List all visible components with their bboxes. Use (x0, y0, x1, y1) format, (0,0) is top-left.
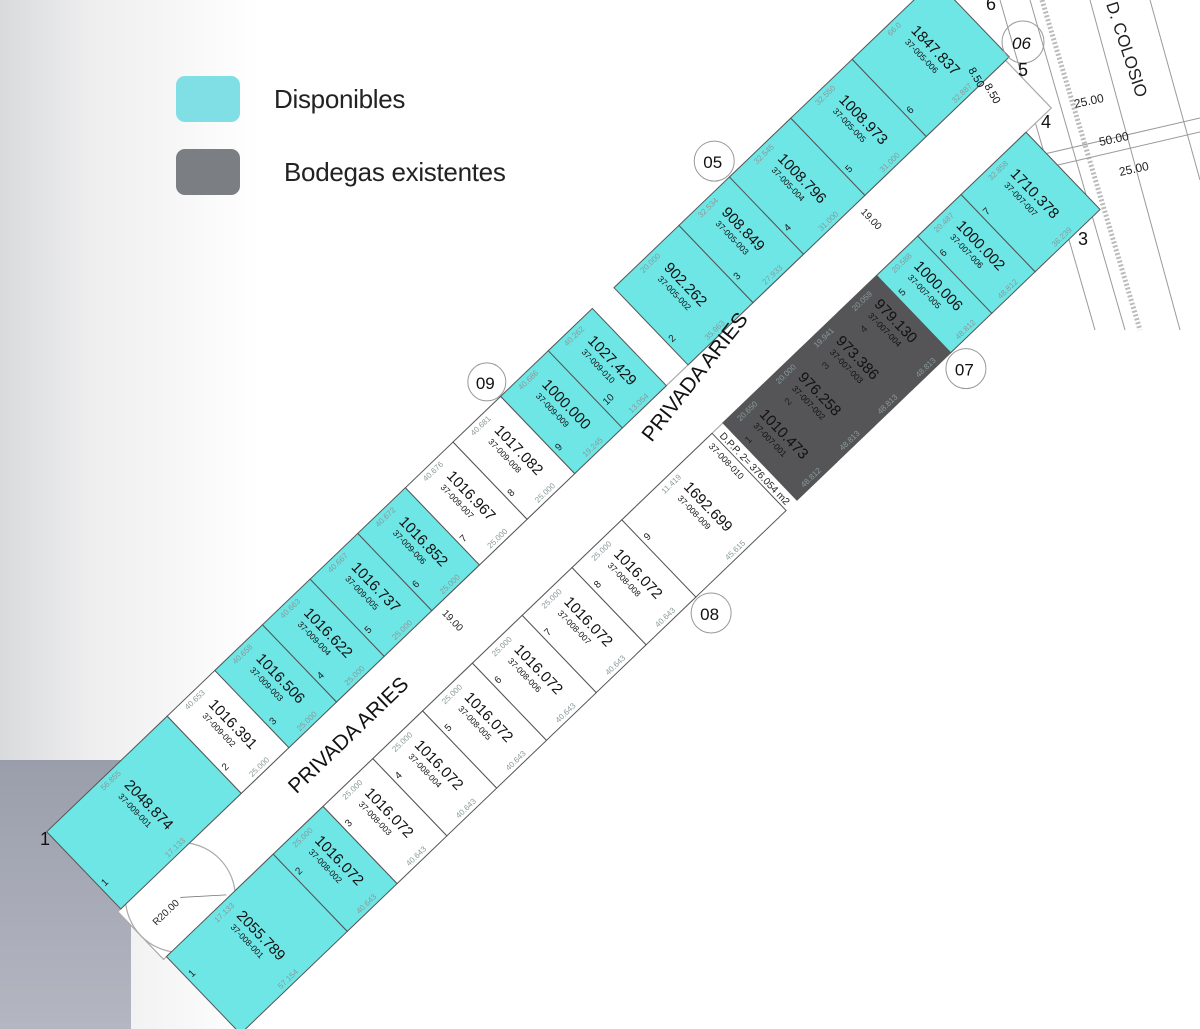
lot-number: 5 (897, 287, 909, 299)
lot-number: 6 (410, 578, 422, 590)
block-markers: 06 (1001, 20, 1045, 64)
block-marker: 07 (945, 348, 987, 390)
lot-number: 4 (859, 323, 871, 335)
lot-number: 3 (343, 818, 355, 830)
lot-number: 2 (293, 865, 305, 877)
legend-label: Bodegas existentes (284, 156, 506, 187)
vertex-label: 5 (1018, 60, 1028, 80)
block-markers-local: 09 05 07 08 (467, 140, 987, 634)
legend-item-available: Disponibles (176, 76, 506, 122)
svg-text:09: 09 (476, 374, 495, 393)
lot-parcel[interactable] (621, 432, 787, 598)
lot-number: 5 (363, 624, 375, 636)
lot-number: 7 (542, 626, 554, 638)
lot-parcel[interactable] (960, 131, 1101, 273)
avenue-dim: 25.00 (1073, 91, 1106, 111)
lot-number: 6 (905, 104, 917, 116)
avenue-dim: 50.00 (1098, 129, 1131, 149)
legend: Disponibles Bodegas existentes (176, 76, 506, 222)
lot-number: 3 (268, 715, 280, 727)
lot-number: 7 (981, 206, 993, 218)
lot-number: 2 (667, 333, 679, 345)
vertex-label: 3 (1078, 229, 1088, 249)
svg-text:08: 08 (700, 605, 719, 624)
avenue-dim: 25.00 (1118, 159, 1151, 179)
lot-number: 6 (493, 674, 505, 686)
lot-number: 9 (642, 531, 654, 543)
block-marker: 06 (1001, 20, 1045, 64)
lot-number: 4 (393, 770, 405, 782)
svg-text:06: 06 (1012, 34, 1031, 53)
lot-number: 5 (844, 163, 856, 175)
lot-number: 9 (553, 441, 565, 453)
lot-number: 5 (443, 722, 455, 734)
lot-number: 4 (315, 670, 327, 682)
lot-number: 8 (506, 487, 518, 499)
legend-swatch-existing (176, 149, 240, 195)
lot-number: 3 (820, 360, 832, 372)
lot-number: 6 (938, 247, 950, 259)
avenue-name: D. COLOSIO (1102, 0, 1151, 100)
lot-number: 8 (592, 579, 604, 591)
legend-swatch-available (176, 76, 240, 122)
vertex-label: 1 (40, 829, 50, 849)
street-privada-aries (117, 59, 1053, 961)
lot-number: 7 (458, 533, 470, 545)
block-marker: 08 (690, 592, 732, 634)
lot-parcel[interactable] (547, 307, 668, 429)
lot-number: 3 (732, 270, 744, 282)
svg-text:05: 05 (703, 153, 722, 172)
lot-number: 4 (782, 222, 794, 234)
vertex-label: 4 (1041, 112, 1051, 132)
block-marker: 05 (693, 140, 735, 182)
lot-number: 2 (783, 396, 795, 408)
block-marker: 09 (467, 362, 507, 402)
vertex-label: 6 (986, 0, 996, 14)
legend-item-existing: Bodegas existentes (176, 149, 506, 195)
lot-number: 2 (220, 761, 232, 773)
lot-number: 1 (99, 877, 111, 889)
legend-label: Disponibles (274, 83, 406, 114)
lot-number: 1 (187, 968, 199, 980)
lot-parcel[interactable] (851, 0, 1010, 138)
svg-text:07: 07 (955, 361, 974, 380)
lot-number: 1 (743, 434, 755, 446)
